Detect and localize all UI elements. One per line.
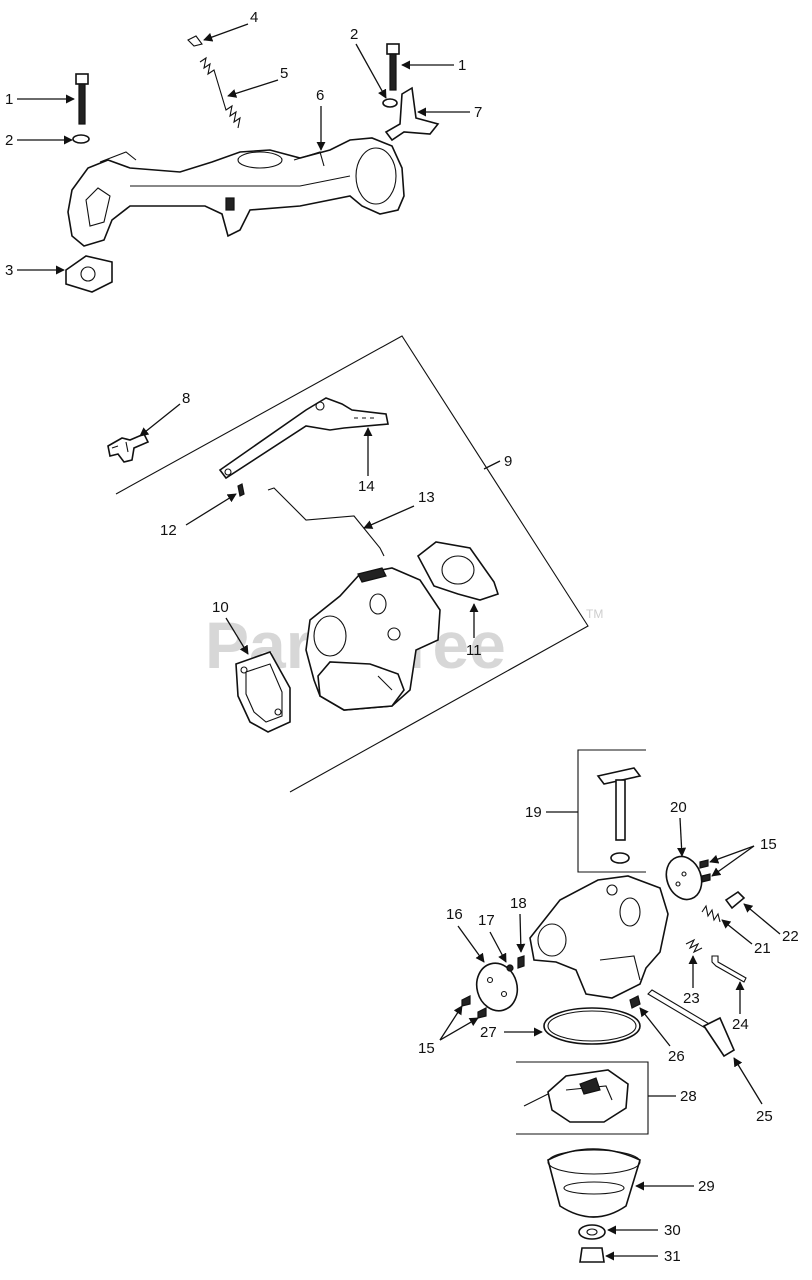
callout-4: 4 [250, 9, 258, 26]
callout-19: 19 [525, 804, 542, 821]
float-bowl [547, 1148, 641, 1218]
manifold-gasket [65, 255, 113, 293]
callout-1-left: 1 [5, 91, 13, 108]
carburetor-flange-gasket [416, 541, 500, 601]
screw-upper-2 [701, 873, 711, 883]
callout-13: 13 [418, 489, 435, 506]
callout-2-right: 2 [350, 26, 358, 43]
throttle-plate [665, 855, 703, 901]
choke-rod [267, 487, 385, 557]
callout-29: 29 [698, 1178, 715, 1195]
callout-28: 28 [680, 1088, 697, 1105]
float-frame [516, 1061, 649, 1135]
mixture-spring [685, 938, 703, 954]
callout-23: 23 [683, 990, 700, 1007]
carburetor-body [305, 567, 441, 711]
callout-14: 14 [358, 478, 375, 495]
callout-24: 24 [732, 1016, 749, 1033]
carburetor-exploded-group [461, 749, 747, 1263]
callouts-manifold: 1 2 3 4 5 6 2 1 7 [5, 9, 482, 279]
callout-6: 6 [316, 87, 324, 104]
callout-2-left: 2 [5, 132, 13, 149]
choke-shaft [647, 989, 736, 1058]
screw-upper-1 [699, 859, 709, 869]
check-ball [506, 964, 514, 972]
callouts-carburetor-assembly: 8 9 14 12 13 10 11 [139, 390, 512, 659]
callout-10: 10 [212, 599, 229, 616]
callout-21: 21 [754, 940, 771, 957]
callout-8: 8 [182, 390, 190, 407]
float [523, 1069, 629, 1123]
callout-12: 12 [160, 522, 177, 539]
throttle-lever-plate [218, 397, 389, 480]
watermark-trademark: TM [586, 607, 603, 621]
washer-right [382, 98, 398, 108]
screw-lower-2 [477, 1007, 487, 1019]
bowl-gasket-ring [543, 1007, 641, 1045]
lever-screw [237, 483, 245, 497]
intake-manifold [67, 137, 405, 247]
callout-26: 26 [668, 1048, 685, 1065]
callout-5: 5 [280, 65, 288, 82]
bowl-washer [578, 1224, 606, 1240]
callout-27: 27 [480, 1024, 497, 1041]
pin [517, 955, 525, 969]
bolt-left [75, 73, 89, 125]
bowl-nut [579, 1247, 605, 1263]
washer-left [72, 134, 90, 144]
callout-3: 3 [5, 262, 13, 279]
callout-1-right: 1 [458, 57, 466, 74]
callout-31: 31 [664, 1248, 681, 1265]
callout-20: 20 [670, 799, 687, 816]
callouts-carburetor-parts: 19 20 15 22 21 23 24 16 17 18 15 27 26 2… [418, 799, 799, 1265]
callout-25: 25 [756, 1108, 773, 1125]
callout-16: 16 [446, 906, 463, 923]
callout-9: 9 [504, 453, 512, 470]
manifold-bracket [384, 86, 440, 142]
intake-manifold-group [65, 35, 440, 293]
callout-30: 30 [664, 1222, 681, 1239]
callout-15-right: 15 [760, 836, 777, 853]
throttle-shaft [596, 767, 642, 864]
throttle-shaft-frame [577, 749, 646, 873]
callout-22: 22 [782, 928, 799, 945]
idle-speed-screw [724, 890, 746, 910]
governor-spring [199, 56, 241, 129]
float-needle-seat [629, 995, 641, 1009]
carburetor-assembly-group [107, 335, 589, 793]
callout-18: 18 [510, 895, 527, 912]
callout-7: 7 [474, 104, 482, 121]
callout-11: 11 [466, 642, 482, 659]
fuel-inlet-fitting [107, 432, 150, 463]
idle-spring [701, 904, 721, 923]
idle-mixture-needle [711, 955, 747, 983]
bolt-right [386, 43, 400, 91]
carburetor-main-body [529, 875, 669, 999]
callout-15-left: 15 [418, 1040, 435, 1057]
callout-17: 17 [478, 912, 495, 929]
screw-lower-1 [461, 995, 471, 1007]
diaphragm [475, 962, 519, 1012]
retainer-clip [187, 35, 203, 47]
carburetor-base-gasket [235, 651, 291, 733]
assembly-frame [115, 335, 589, 793]
